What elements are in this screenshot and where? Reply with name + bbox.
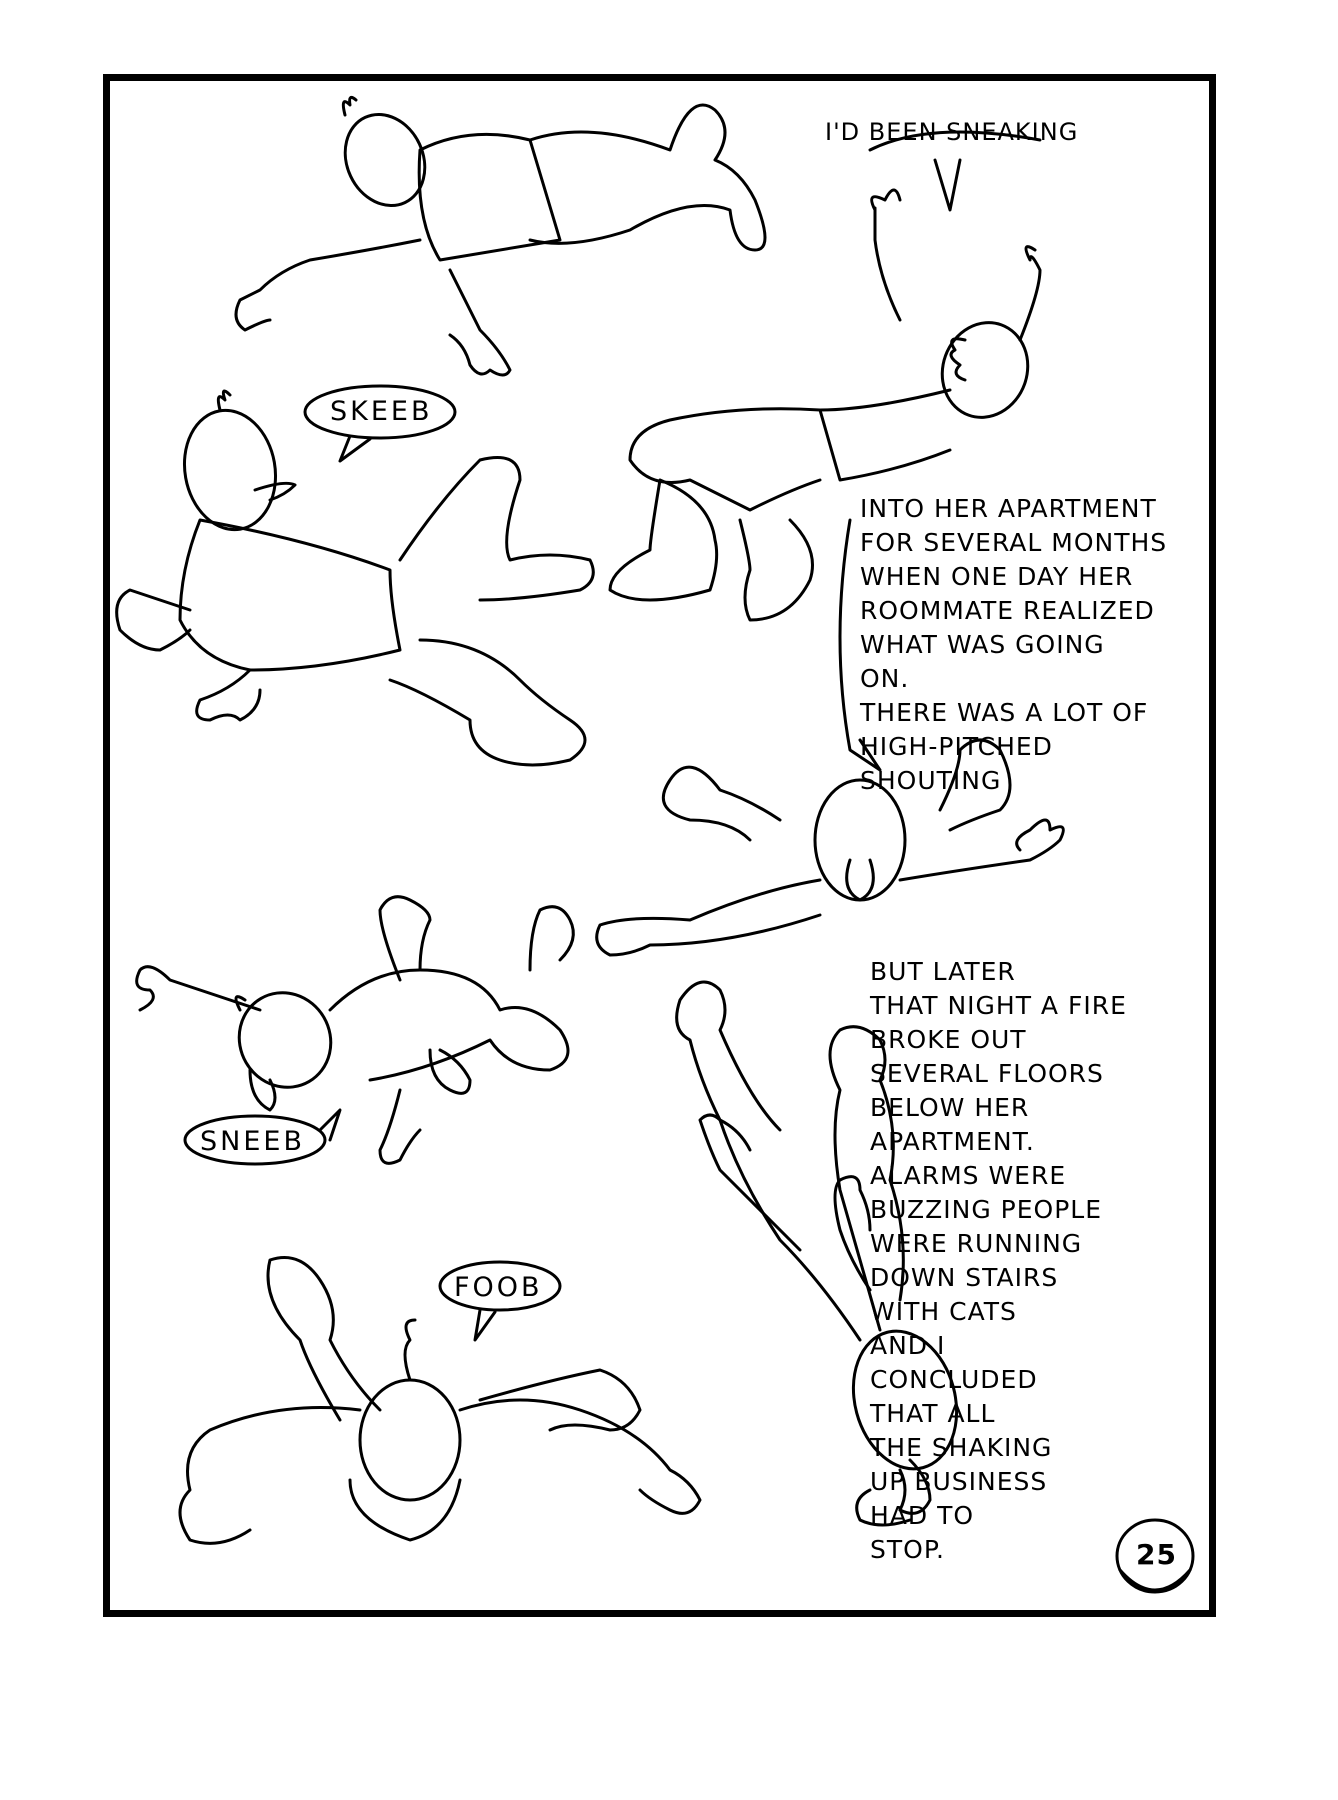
balloon-skeeb <box>303 384 457 440</box>
flying-figure-7 <box>675 980 959 1527</box>
balloon-tail-1 <box>868 130 1042 212</box>
flying-figure-2 <box>608 188 1042 622</box>
page-number-coin <box>1115 1518 1195 1594</box>
panel-border <box>103 74 1216 1617</box>
caption-3: BUT LATER THAT NIGHT A FIRE BROKE OUT SE… <box>870 957 1127 1564</box>
flying-figure-4 <box>595 738 1065 957</box>
flying-figure-5 <box>135 895 575 1165</box>
flying-figure-3 <box>115 389 595 767</box>
sfx-sneeb: SNEEB <box>200 1126 305 1157</box>
caption-1: I'D BEEN SNEAKING <box>825 118 1079 146</box>
caption-2: INTO HER APARTMENT FOR SEVERAL MONTHS WH… <box>860 494 1168 795</box>
flying-figure-6 <box>178 1256 702 1545</box>
balloon-sneeb <box>183 1114 327 1166</box>
sfx-skeeb: SKEEB <box>330 396 433 427</box>
balloon-tail-2 <box>838 518 882 772</box>
balloon-foob <box>438 1260 562 1312</box>
sfx-foob: FOOB <box>454 1272 543 1303</box>
page-number: 25 <box>1136 1538 1177 1571</box>
flying-figure-1 <box>234 95 767 377</box>
